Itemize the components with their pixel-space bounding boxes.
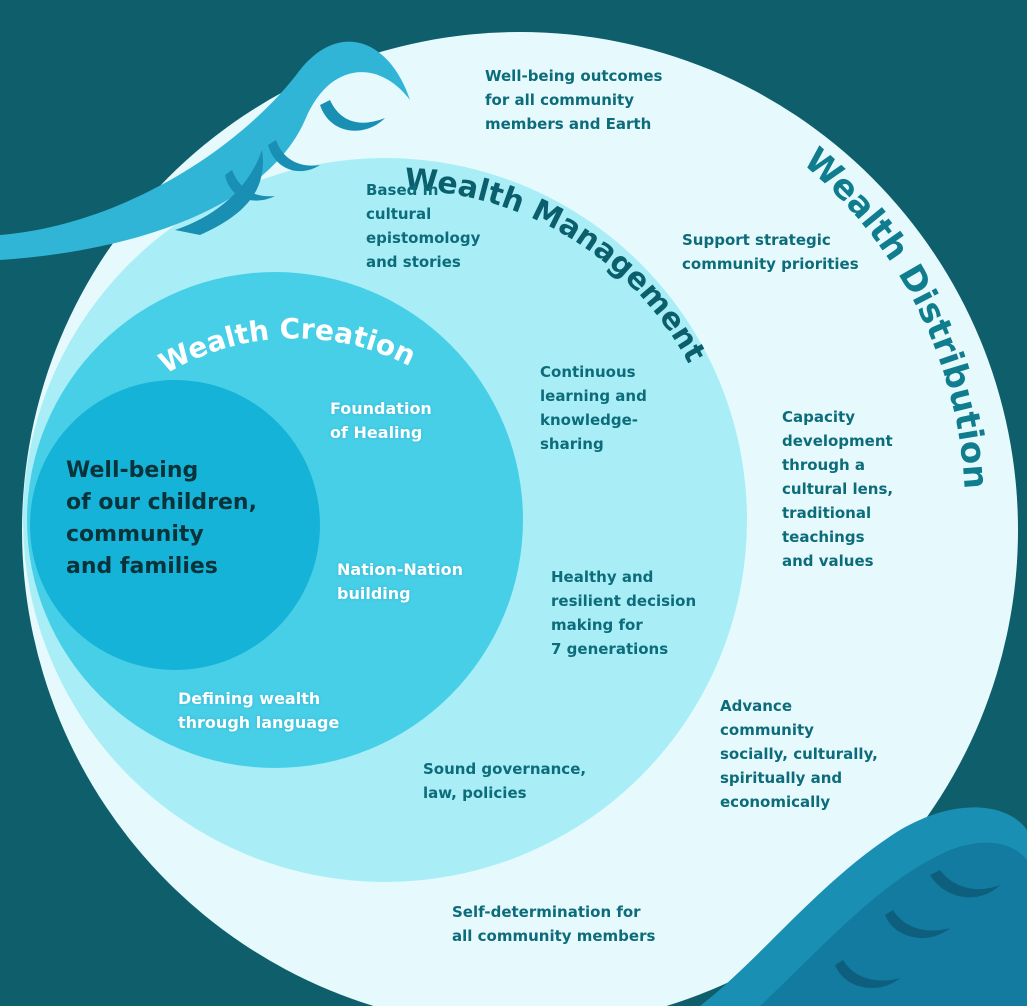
distribution-item-capacity: Capacity development through a cultural …	[782, 408, 894, 570]
core-circle	[30, 380, 320, 670]
management-item-decision-making: Healthy and resilient decision making fo…	[551, 568, 697, 658]
creation-item-language: Defining wealth through language	[178, 689, 340, 732]
management-item-epistomology: Based in cultural epistomology and stori…	[366, 181, 481, 271]
creation-item-healing: Foundation of Healing	[330, 399, 432, 442]
distribution-item-priorities: Support strategic community priorities	[682, 231, 859, 273]
creation-item-nation-building: Nation-Nation building	[337, 560, 464, 603]
distribution-item-outcomes: Well-being outcomes for all community me…	[485, 67, 663, 133]
wave-bottom-right-icon	[700, 807, 1027, 1006]
core-label: Well-being of our children, community an…	[66, 458, 257, 579]
wave-top-left-icon	[0, 41, 410, 261]
distribution-item-self-determination: Self-determination for all community mem…	[452, 903, 656, 945]
management-item-governance: Sound governance, law, policies	[423, 760, 587, 802]
distribution-item-advance: Advance community socially, culturally, …	[720, 697, 878, 811]
management-item-learning: Continuous learning and knowledge- shari…	[540, 363, 647, 453]
